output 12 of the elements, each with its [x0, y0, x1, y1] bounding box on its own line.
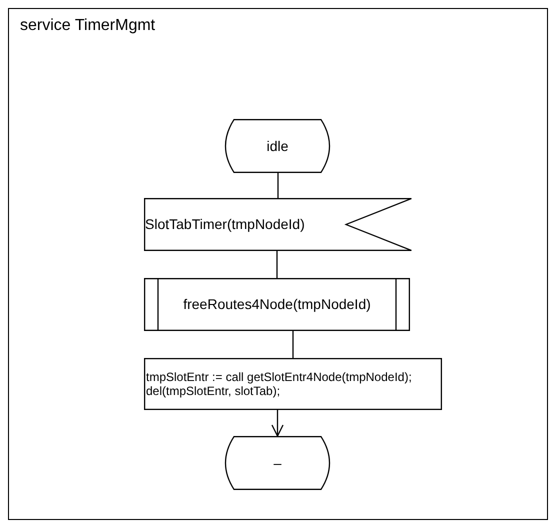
service-title: service TimerMgmt — [20, 16, 156, 35]
procedure-label: freeRoutes4Node(tmpNodeId) — [183, 296, 371, 313]
connector-line — [276, 251, 278, 278]
arrow — [271, 410, 284, 437]
state-label: – — [274, 454, 282, 472]
task-statement: tmpSlotEntr := call getSlotEntr4Node(tmpNodeId); — [146, 370, 412, 384]
signal-label: SlotTabTimer(tmpNodeId) — [145, 216, 305, 233]
connector-line — [292, 331, 294, 358]
state-label: idle — [266, 138, 288, 154]
service-frame — [8, 8, 548, 520]
connector-line — [277, 173, 279, 198]
task-statement: del(tmpSlotEntr, slotTab); — [146, 384, 280, 398]
